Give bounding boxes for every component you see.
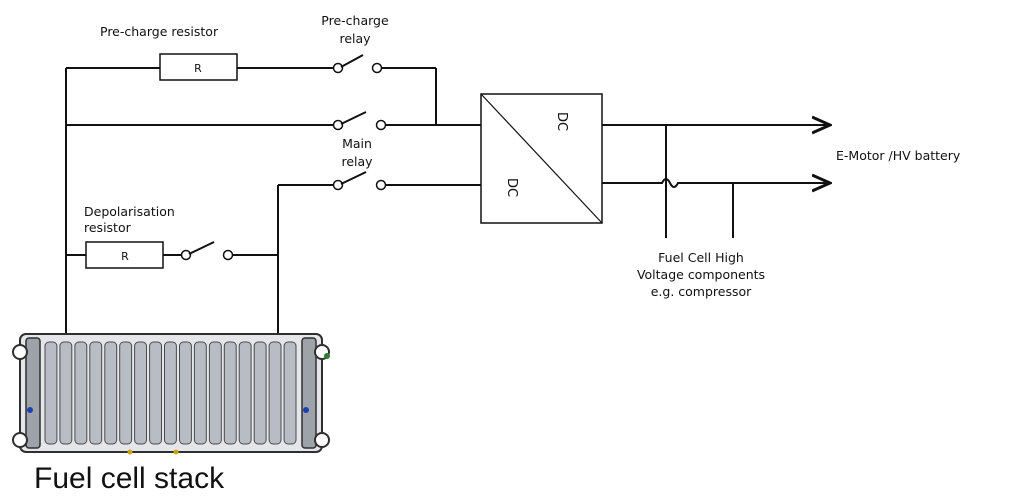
stack-plate	[74, 341, 88, 445]
precharge-relay-label-line2: relay	[339, 31, 371, 46]
depolarisation-switch	[180, 241, 234, 261]
main-relay-label-line1: Main	[342, 136, 372, 151]
stack-plate	[193, 341, 207, 445]
terminal-yellow-icon	[127, 449, 133, 455]
stack-plate	[223, 341, 237, 445]
stack-plate	[268, 341, 282, 445]
hv-components-label-line2: Voltage components	[637, 267, 765, 282]
terminal-green-icon	[324, 353, 330, 359]
stack-plate	[104, 341, 118, 445]
depolarisation-label-line1: Depolarisation	[84, 204, 175, 219]
terminal-blue-left-icon	[27, 407, 33, 413]
main-negative-rail	[277, 171, 481, 336]
stack-plate	[164, 341, 177, 445]
precharge-relay-label-line1: Pre-charge	[321, 13, 389, 28]
hv-components-label-line1: Fuel Cell High	[658, 250, 744, 265]
converter-label-bottom: DC	[504, 178, 519, 197]
stack-plate	[149, 341, 163, 445]
stack-plate	[59, 341, 73, 445]
precharge-branch: R	[66, 53, 437, 125]
fuel-cell-stack-label: Fuel cell stack	[34, 462, 225, 495]
stack-plate	[44, 341, 58, 445]
main-relay-switch-top	[332, 111, 387, 131]
depolarisation-branch: R	[66, 241, 278, 269]
converter-label-top: DC	[554, 112, 569, 131]
output-label: E-Motor /HV battery	[836, 148, 961, 163]
main-positive-rail	[65, 68, 481, 336]
stack-plate	[238, 341, 252, 445]
depolarisation-label-line2: resistor	[84, 220, 132, 235]
stack-plate	[253, 341, 267, 445]
precharge-resistor-label: Pre-charge resistor	[100, 24, 219, 39]
main-relay-label-line2: relay	[341, 154, 373, 169]
precharge-relay-switch	[332, 54, 383, 74]
terminal-blue-right-icon	[303, 407, 309, 413]
fuel-cell-stack	[12, 333, 330, 455]
stack-plate	[208, 341, 222, 445]
stack-plate	[119, 341, 133, 445]
depolarisation-resistor-symbol: R	[121, 250, 129, 263]
stack-plate	[179, 341, 192, 445]
precharge-resistor-symbol: R	[194, 62, 202, 75]
dc-dc-converter: DC DC	[480, 93, 603, 224]
stack-plate	[134, 341, 148, 445]
main-relay-switch-bottom	[332, 171, 387, 191]
hv-components-label-line3: e.g. compressor	[651, 284, 752, 299]
stack-plate	[283, 341, 297, 445]
depolarisation-resistor	[85, 241, 164, 269]
terminal-yellow-icon	[173, 449, 179, 455]
stack-plate	[89, 341, 103, 445]
output-lines	[602, 125, 830, 238]
